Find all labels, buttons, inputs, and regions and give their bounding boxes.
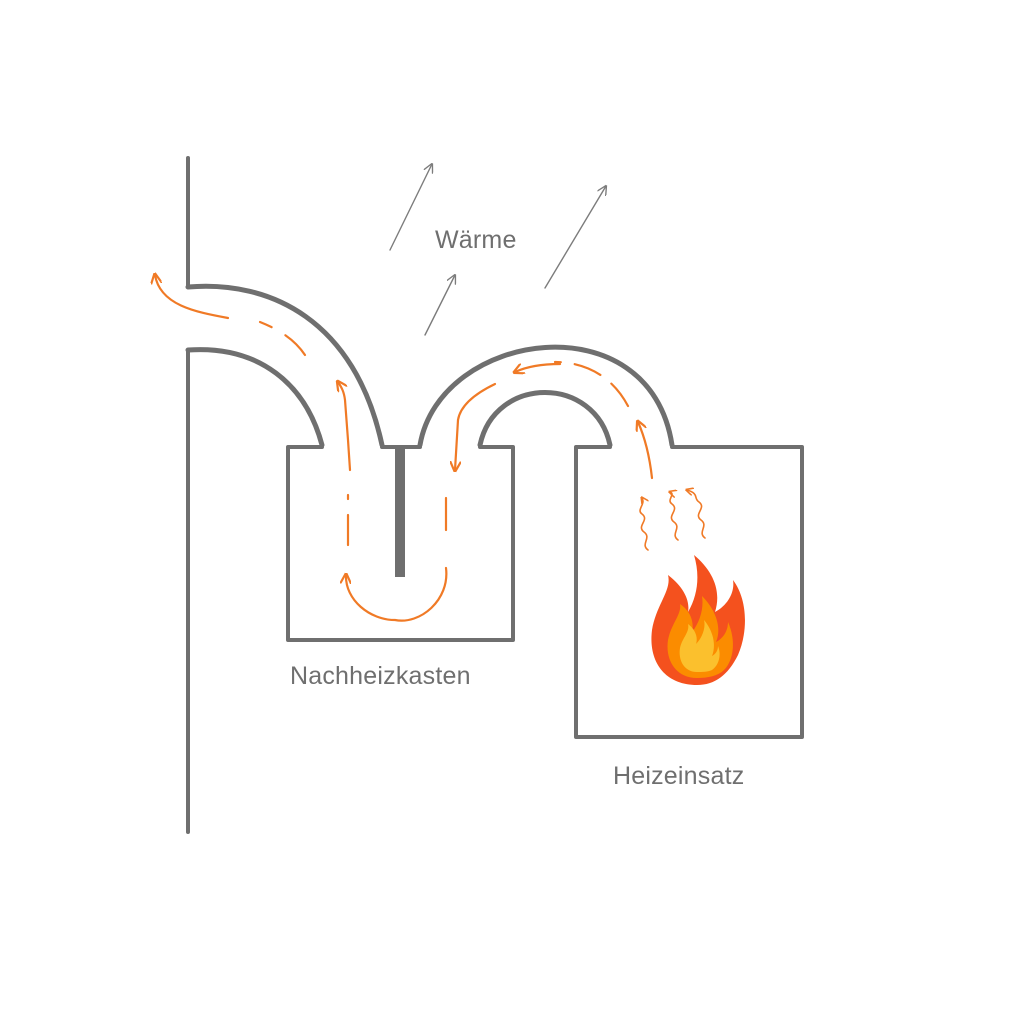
heat-arrow-3	[544, 186, 606, 289]
heat-wave-2	[670, 492, 679, 541]
flue-pipe-left	[185, 283, 385, 448]
flow-segment-arch-top	[515, 362, 562, 372]
flow-segment-uturn	[346, 566, 448, 622]
heizeinsatz-box	[574, 445, 804, 739]
baffle-divider	[395, 447, 405, 577]
flue-pipe-right	[417, 344, 675, 448]
flow-segment-up-top	[338, 382, 352, 472]
flow-segment-down	[455, 418, 458, 470]
heat-wave-3	[687, 490, 706, 539]
heat-wave-1	[639, 498, 648, 551]
flow-segment-arch-left	[456, 382, 497, 422]
flow-segment-rise	[638, 422, 654, 480]
flow-segment-exit	[155, 275, 230, 320]
heat-arrows	[389, 164, 606, 336]
heat-waves	[639, 490, 706, 551]
fire-icon	[651, 555, 745, 685]
label-waerme: Wärme	[435, 226, 517, 254]
heat-arrow-2	[424, 275, 455, 336]
flow-segment-arch-right	[553, 360, 630, 408]
flow-segment-left-arch	[258, 320, 307, 357]
label-nachheizkasten: Nachheizkasten	[290, 662, 471, 690]
flow-path	[155, 275, 654, 622]
label-heizeinsatz: Heizeinsatz	[613, 762, 745, 790]
heat-arrow-1	[389, 164, 432, 251]
